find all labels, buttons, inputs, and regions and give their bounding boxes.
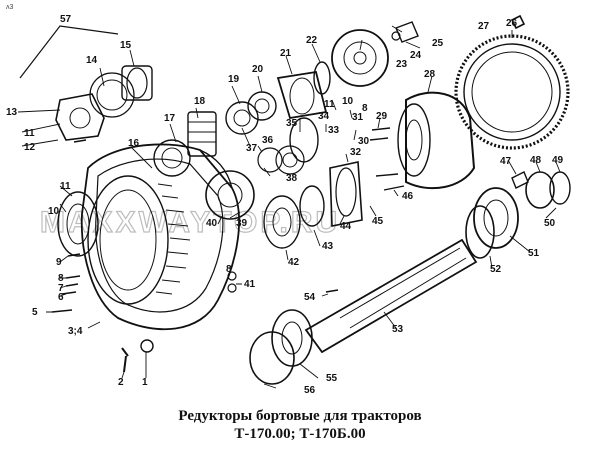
- callout-49: 49: [552, 155, 564, 166]
- callout-28: 28: [424, 69, 436, 80]
- callout-20: 20: [252, 64, 264, 75]
- gear-train: [153, 61, 331, 249]
- callout-55: 55: [326, 373, 338, 384]
- center-fasteners: [227, 271, 237, 293]
- callout-8-left: 8: [58, 273, 64, 284]
- callout-35: 35: [286, 118, 298, 129]
- caption-line-1: Редукторы бортовые для тракторов: [178, 408, 421, 424]
- callout-12: 12: [24, 142, 36, 153]
- callout-26: 26: [506, 18, 518, 29]
- callout-labels: 57 26 27 22 25 24 15 14 21 20 23 19 28 1…: [6, 14, 564, 396]
- callout-25: 25: [432, 38, 444, 49]
- right-side-parts: [465, 171, 571, 259]
- callout-46: 46: [402, 191, 414, 202]
- callout-15: 15: [120, 40, 132, 51]
- caption-line-2: Т-170.00; Т-170Б.00: [234, 426, 365, 442]
- callout-5: 5: [32, 307, 38, 318]
- callout-17: 17: [164, 113, 176, 124]
- callout-50: 50: [544, 218, 556, 229]
- housing: [57, 143, 240, 331]
- left-small-parts: [51, 65, 154, 373]
- callout-42: 42: [288, 257, 300, 268]
- callout-16: 16: [128, 138, 140, 149]
- callout-8-top: 8: [362, 103, 368, 114]
- callout-34: 34: [318, 111, 330, 122]
- callout-57: 57: [60, 14, 72, 25]
- callout-30: 30: [358, 136, 370, 147]
- callout-21: 21: [280, 48, 292, 59]
- callout-23: 23: [396, 59, 408, 70]
- callout-22: 22: [306, 35, 318, 46]
- callout-40: 40: [206, 218, 218, 229]
- callout-11-left: 11: [24, 128, 35, 139]
- callout-18: 18: [194, 96, 206, 107]
- callout-52: 52: [490, 264, 502, 275]
- leader-lines: [17, 25, 561, 389]
- callout-51: 51: [528, 248, 540, 259]
- callout-8-center: 8: [226, 264, 232, 275]
- callout-56: 56: [304, 385, 316, 396]
- callout-11-top: 11: [324, 99, 335, 110]
- callout-13: 13: [6, 107, 18, 118]
- output-shaft: [249, 238, 478, 385]
- callout-36: 36: [262, 135, 274, 146]
- callout-48: 48: [530, 155, 542, 166]
- callout-7: 7: [58, 283, 64, 294]
- hub-assembly: [329, 21, 476, 227]
- callout-39: 39: [236, 218, 248, 229]
- watermark: MAXXWAYTOP.RU: [40, 206, 340, 239]
- callout-1: 1: [142, 377, 148, 388]
- callout-31: 31: [352, 112, 364, 123]
- callout-10-housing: 10: [48, 206, 60, 217]
- callout-37: 37: [246, 143, 258, 154]
- callout-2: 2: [118, 377, 124, 388]
- callout-45: 45: [372, 216, 384, 227]
- corner-mark: ʌ3: [6, 4, 14, 11]
- callout-24: 24: [410, 50, 422, 61]
- callout-43: 43: [322, 241, 334, 252]
- callout-6: 6: [58, 292, 64, 303]
- callout-14: 14: [86, 55, 98, 66]
- callout-38: 38: [286, 173, 298, 184]
- callout-33: 33: [328, 125, 340, 136]
- callout-19: 19: [228, 74, 240, 85]
- callout-44: 44: [340, 221, 352, 232]
- callout-32: 32: [350, 147, 362, 158]
- callout-41: 41: [244, 279, 256, 290]
- callout-54: 54: [304, 292, 316, 303]
- callout-27: 27: [478, 21, 490, 32]
- callout-11-housing: 11: [60, 181, 71, 192]
- callout-47: 47: [500, 156, 512, 167]
- ring-gear: [454, 14, 570, 150]
- callout-29: 29: [376, 111, 388, 122]
- callout-53: 53: [392, 324, 404, 335]
- callout-3-4: 3;4: [68, 326, 83, 337]
- callout-10-top: 10: [342, 96, 354, 107]
- callout-9: 9: [56, 257, 62, 268]
- group-bracket: [19, 25, 119, 79]
